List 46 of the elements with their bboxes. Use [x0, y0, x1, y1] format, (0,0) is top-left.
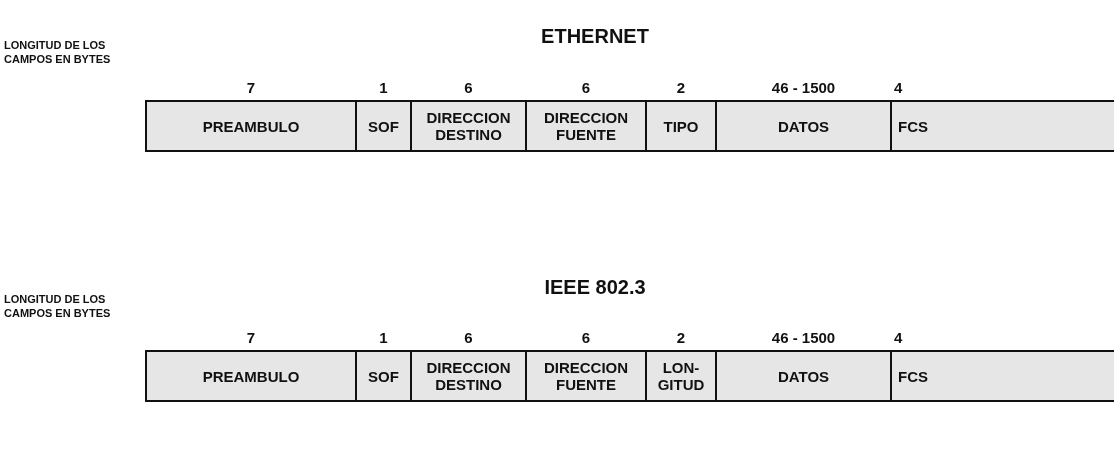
field-name: DATOS [777, 367, 830, 385]
field-name: DIRECCION FUENTE [543, 359, 629, 393]
field-box [715, 350, 892, 402]
byte-length: 6 [580, 329, 592, 346]
byte-length: 7 [245, 79, 257, 96]
section-title: ETHERNET [540, 25, 650, 48]
axis-note: LONGITUD DE LOS CAMPOS EN BYTES [4, 38, 112, 66]
field-name: PREAMBULO [202, 117, 300, 135]
field-name: DIRECCION DESTINO [426, 359, 511, 393]
field-name: TIPO [663, 117, 699, 135]
byte-length: 2 [675, 329, 687, 346]
byte-length: 46 - 1500 [770, 79, 837, 96]
field-box [890, 100, 1114, 152]
field-name: LON- GITUD [657, 359, 705, 393]
field-box [355, 350, 412, 402]
byte-length: 7 [245, 329, 257, 346]
field-name: DIRECCION FUENTE [543, 109, 629, 143]
field-box [890, 350, 1114, 402]
byte-length: 6 [463, 79, 474, 96]
byte-length: 1 [378, 329, 389, 346]
field-box [355, 100, 412, 152]
field-box [645, 100, 717, 152]
field-box [410, 100, 527, 152]
field-box [645, 350, 717, 402]
byte-length: 4 [894, 79, 903, 96]
field-name: SOF [368, 367, 399, 385]
field-name: FCS [898, 367, 928, 385]
field-name: PREAMBULO [202, 367, 300, 385]
field-box [145, 100, 357, 152]
axis-note: LONGITUD DE LOS CAMPOS EN BYTES [4, 292, 112, 320]
field-box [525, 100, 647, 152]
byte-length: 46 - 1500 [770, 329, 837, 346]
byte-length: 6 [463, 329, 474, 346]
field-name: DATOS [777, 117, 830, 135]
field-box [525, 350, 647, 402]
byte-length: 4 [894, 329, 903, 346]
byte-length: 6 [580, 79, 592, 96]
field-name: FCS [898, 117, 928, 135]
byte-length: 1 [378, 79, 389, 96]
field-box [715, 100, 892, 152]
field-box [410, 350, 527, 402]
field-name: SOF [368, 117, 399, 135]
field-name: DIRECCION DESTINO [426, 109, 511, 143]
section-title: IEEE 802.3 [543, 276, 647, 299]
field-box [145, 350, 357, 402]
byte-length: 2 [675, 79, 687, 96]
